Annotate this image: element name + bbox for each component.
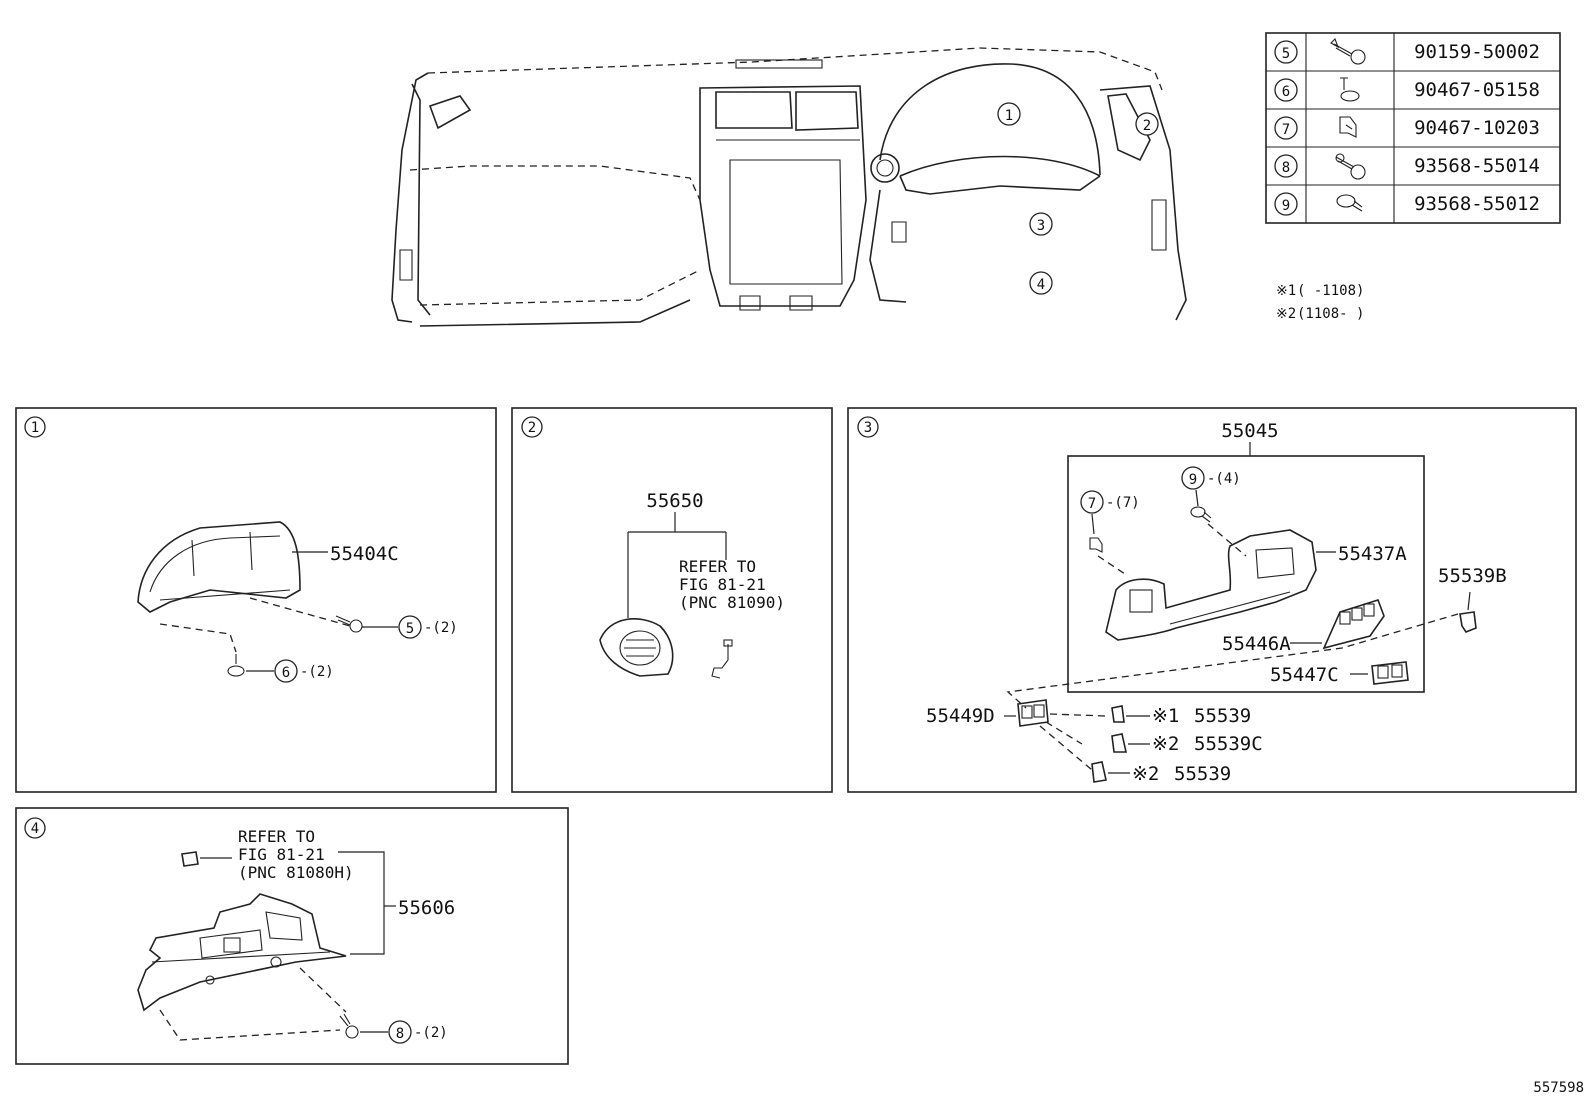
clip-55539C [1111,733,1127,753]
note-mark: ※2 [1152,733,1179,755]
part-label-55539C: 55539C [1194,733,1263,755]
table-row: 8 93568-55014 [1274,153,1540,180]
svg-text:93568-55014: 93568-55014 [1414,155,1540,177]
table-row: 7 90467-10203 [1274,116,1540,140]
lower-panel-sub-assembly [137,893,347,1012]
notes: ※1 ( -1108) ※2 (1108- ) [1276,283,1364,322]
panel-number: 1 [31,420,39,436]
note-mark: ※2 [1132,763,1159,785]
connector-wire [711,639,733,679]
part-label-55606: 55606 [398,897,455,919]
part-label-55449D: 55449D [926,705,995,727]
figure-id: 557598 [1533,1080,1584,1096]
part-label-55539: 55539 [1174,763,1231,785]
clip-55539-a [1111,705,1125,723]
fastener-qty: -(2) [414,1025,448,1041]
fastener-ref: 5 [406,621,414,637]
lower-finish-panel [1105,529,1317,641]
callout: 2 [1135,112,1159,136]
fastener-qty: -(4) [1207,471,1241,487]
svg-text:9: 9 [1282,198,1290,214]
screw-icon [1340,77,1360,102]
svg-text:1: 1 [1005,108,1013,124]
svg-text:2: 2 [1143,118,1151,134]
air-vent-register [599,618,674,677]
svg-text:93568-55012: 93568-55012 [1414,193,1540,215]
clip-icon [181,851,199,867]
switch-bezel [1322,599,1385,650]
dashboard-overview: 1 2 3 4 [391,47,1187,327]
refer-line: (PNC 81090) [679,593,785,612]
part-label-55446A: 55446A [1222,633,1291,655]
refer-line: REFER TO [238,827,315,846]
callout: 4 [1029,271,1053,295]
note-1-mark: ※1 [1276,283,1296,299]
svg-text:90467-05158: 90467-05158 [1414,79,1540,101]
clip-icon [1339,116,1357,138]
part-label-55404C: 55404C [330,543,399,565]
table-row: 6 90467-05158 [1274,77,1540,102]
refer-line: FIG 81-21 [238,845,325,864]
panel-number: 4 [31,821,39,837]
table-part-no: 90159-50002 [1414,41,1540,63]
switch-clip [1459,611,1477,633]
svg-text:3: 3 [1037,218,1045,234]
fastener-ref: 8 [396,1026,404,1042]
table-ref: 5 [1282,46,1290,62]
fastener-qty: -(2) [424,620,458,636]
combination-meter-cover [137,521,301,613]
panel-number: 3 [864,420,872,436]
assembly-box [1067,455,1425,693]
callout: 3 [1029,212,1053,236]
switch-base [1017,699,1049,727]
screw-icon [227,654,245,677]
bolt-icon [335,615,363,633]
panel-number: 2 [528,420,536,436]
callout: 1 [997,102,1021,126]
nut-icon [1190,506,1212,523]
svg-text:8: 8 [1282,160,1290,176]
panel-2: 2 55650 REFER TO FIG 81-21 (PNC 81090) [511,407,833,793]
panel-4: 4 REFER TO FIG 81-21 (PNC 81080H) 55606 … [15,807,569,1065]
bolt-icon [1330,38,1366,65]
refer-line: (PNC 81080H) [238,863,354,882]
fastener-qty: -(7) [1106,495,1140,511]
note-mark: ※1 [1152,705,1179,727]
svg-text:6: 6 [1282,84,1290,100]
note-2-mark: ※2 [1276,306,1296,322]
table-row: 5 90159-50002 [1274,38,1540,65]
fastener-qty: -(2) [300,664,334,680]
fastener-ref: 9 [1189,472,1197,488]
clip-icon [1089,537,1103,553]
nut-icon [1336,194,1363,212]
bolt-icon [1335,153,1366,180]
switch-hole-cover [1371,661,1409,685]
fastener-ref: 6 [282,665,290,681]
part-label-55539B: 55539B [1438,565,1507,587]
note-2-text: (1108- ) [1297,306,1364,322]
table-row: 9 93568-55012 [1274,192,1540,216]
part-label-55539: 55539 [1194,705,1251,727]
panel-1: 1 55404C 5 -(2) 6 -(2) [15,407,497,793]
part-label-55650: 55650 [646,490,703,512]
panel-3: 3 55045 9 -(4) 7 -(7) 55437A [847,407,1577,793]
part-label-55437A: 55437A [1338,543,1407,565]
svg-text:4: 4 [1037,277,1045,293]
refer-line: REFER TO [679,557,756,576]
svg-text:90467-10203: 90467-10203 [1414,117,1540,139]
refer-line: FIG 81-21 [679,575,766,594]
part-label-55447C: 55447C [1270,664,1339,686]
bolt-icon [339,1013,359,1039]
part-label-55045: 55045 [1221,420,1278,442]
clip-55539-b [1091,761,1107,783]
svg-text:7: 7 [1282,122,1290,138]
parts-table: 5 90159-50002 6 90467-05158 7 9 [1265,32,1561,224]
note-1-text: ( -1108) [1297,283,1364,299]
fastener-ref: 7 [1088,496,1096,512]
